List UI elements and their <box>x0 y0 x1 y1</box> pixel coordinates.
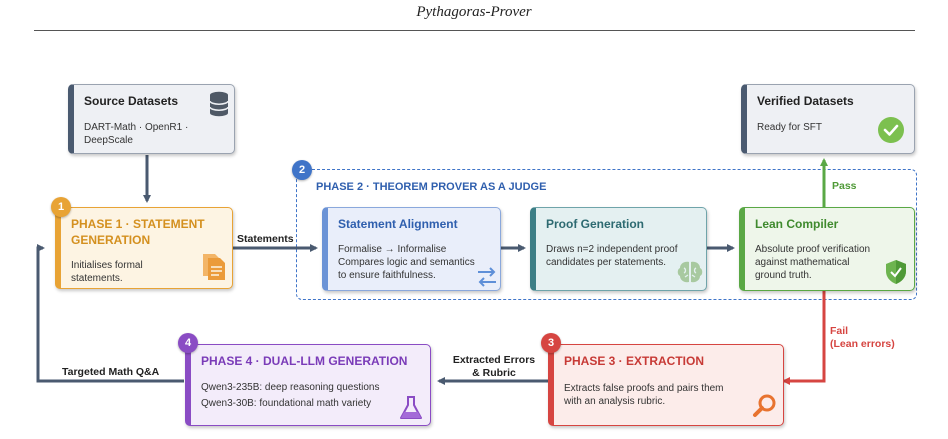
flask-icon <box>400 396 422 419</box>
verified-desc: Ready for SFT <box>757 122 823 133</box>
page-title: Pythagoras-Prover <box>416 4 532 20</box>
proofgen-desc-line1: Draws n=2 independent proof <box>546 244 678 255</box>
phase1-badge: 1 <box>51 197 71 217</box>
phase1-title-line2: GENERATION <box>71 233 151 247</box>
check-circle-icon <box>878 117 904 143</box>
lean-title: Lean Compiler <box>755 217 839 231</box>
source-title: Source Datasets <box>84 94 179 108</box>
title-rule <box>34 30 915 31</box>
proofgen-desc-line2: candidates per statements. <box>546 257 667 268</box>
phase3-desc-line1: Extracts false proofs and pairs them <box>564 383 724 394</box>
phase4-badge: 4 <box>178 333 198 353</box>
phase2-container <box>296 169 917 300</box>
phase4-desc-line1: Qwen3-235B: deep reasoning questions <box>201 382 380 393</box>
verified-title: Verified Datasets <box>757 94 854 108</box>
phase3-badge: 3 <box>541 333 561 353</box>
fail-label: Fail <box>830 325 849 337</box>
phase4-box: PHASE 4 · DUAL-LLM GENERATION Qwen3-235B… <box>185 344 431 426</box>
phase2-badge: 2 <box>292 160 312 180</box>
alignment-desc-line3: to ensure faithfulness. <box>338 270 436 281</box>
phase3-desc-line2: with an analysis rubric. <box>564 396 666 407</box>
phase3-title: PHASE 3 · EXTRACTION <box>564 354 705 368</box>
database-icon <box>209 91 229 117</box>
phase1-desc-line1: Initialises formal <box>71 260 143 271</box>
source-datasets-box: Source Datasets DART-Math · OpenR1 · Dee… <box>68 84 235 154</box>
alignment-desc-line2: Compares logic and semantics <box>338 257 475 268</box>
documents-icon <box>203 254 225 280</box>
lean-compiler-box: Lean Compiler Absolute proof verificatio… <box>739 207 915 291</box>
phase2-title: PHASE 2 · THEOREM PROVER AS A JUDGE <box>316 181 547 193</box>
phase1-box: PHASE 1 · STATEMENT GENERATION Initialis… <box>55 207 233 289</box>
phase4-desc-line2: Qwen3-30B: foundational math variety <box>201 398 372 409</box>
swap-arrows-icon <box>478 267 496 287</box>
proof-generation-box: Proof Generation Draws n=2 independent p… <box>530 207 707 291</box>
brain-icon <box>677 261 703 283</box>
edge-targeted <box>36 244 184 383</box>
phase3-box: PHASE 3 · EXTRACTION Extracts false proo… <box>548 344 784 426</box>
pass-label: Pass <box>832 180 857 192</box>
extracted-errors-label: Extracted Errors <box>452 354 536 366</box>
statement-alignment-box: Statement Alignment Formalise → Informal… <box>322 207 501 291</box>
rubric-label: & Rubric <box>472 367 516 379</box>
phase1-title-line1: PHASE 1 · STATEMENT <box>71 217 205 231</box>
phase4-title: PHASE 4 · DUAL-LLM GENERATION <box>201 354 408 368</box>
alignment-title: Statement Alignment <box>338 217 458 231</box>
edge-fail <box>782 291 826 385</box>
lean-desc-line3: ground truth. <box>755 270 812 281</box>
lean-desc-line2: against mathematical <box>755 257 850 268</box>
source-desc: DART-Math · OpenR1 · DeepScale <box>84 122 189 146</box>
fail-reason-label: (Lean errors) <box>830 338 895 350</box>
alignment-desc-line1: Formalise → Informalise <box>338 244 447 255</box>
targeted-qa-label: Targeted Math Q&A <box>62 366 160 378</box>
statements-label: Statements <box>237 233 294 245</box>
magnifier-icon <box>753 394 776 417</box>
verified-datasets-box: Verified Datasets Ready for SFT <box>741 84 915 154</box>
phase1-desc-line2: statements. <box>71 273 123 284</box>
shield-icon <box>886 260 906 284</box>
proofgen-title: Proof Generation <box>546 217 645 231</box>
lean-desc-line1: Absolute proof verification <box>755 244 871 255</box>
